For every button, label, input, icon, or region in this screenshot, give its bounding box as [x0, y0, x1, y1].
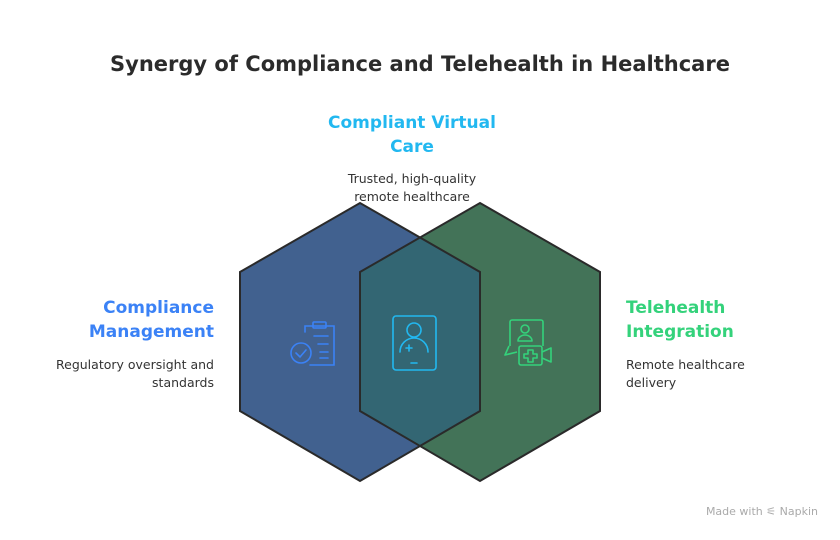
- center-description: Trusted, high-quality remote healthcare: [300, 170, 524, 206]
- right-heading-line1: Telehealth: [626, 298, 726, 318]
- left-heading: Compliance Management: [40, 296, 214, 344]
- right-heading: Telehealth Integration: [626, 296, 816, 344]
- footer-label: Made with: [705, 505, 763, 518]
- left-description-line1: Regulatory oversight and: [56, 357, 214, 372]
- diagram-title: Synergy of Compliance and Telehealth in …: [110, 52, 730, 76]
- clipboard-check-icon: [290, 321, 335, 366]
- center-heading-line2: Care: [390, 137, 434, 157]
- left-heading-line2: Management: [88, 322, 214, 342]
- center-description-line1: Trusted, high-quality: [347, 171, 477, 186]
- napkin-logo-icon: ⚟: [766, 505, 777, 518]
- center-heading: Compliant Virtual Care: [300, 111, 524, 159]
- left-heading-line1: Compliance: [103, 298, 214, 318]
- overlap-region: [360, 238, 480, 446]
- center-description-line2: remote healthcare: [354, 189, 470, 204]
- right-description-line2: delivery: [626, 375, 677, 390]
- patient-tablet-icon: [392, 315, 437, 371]
- right-description-line1: Remote healthcare: [626, 357, 745, 372]
- made-with-napkin-badge[interactable]: Made with ⚟ Napkin: [706, 505, 818, 518]
- video-consult-icon: [504, 319, 552, 366]
- left-description-line2: standards: [152, 375, 214, 390]
- footer-brand: Napkin: [779, 505, 818, 518]
- left-description: Regulatory oversight and standards: [14, 356, 214, 392]
- right-heading-line2: Integration: [626, 322, 734, 342]
- center-heading-line1: Compliant Virtual: [328, 113, 496, 133]
- right-description: Remote healthcare delivery: [626, 356, 826, 392]
